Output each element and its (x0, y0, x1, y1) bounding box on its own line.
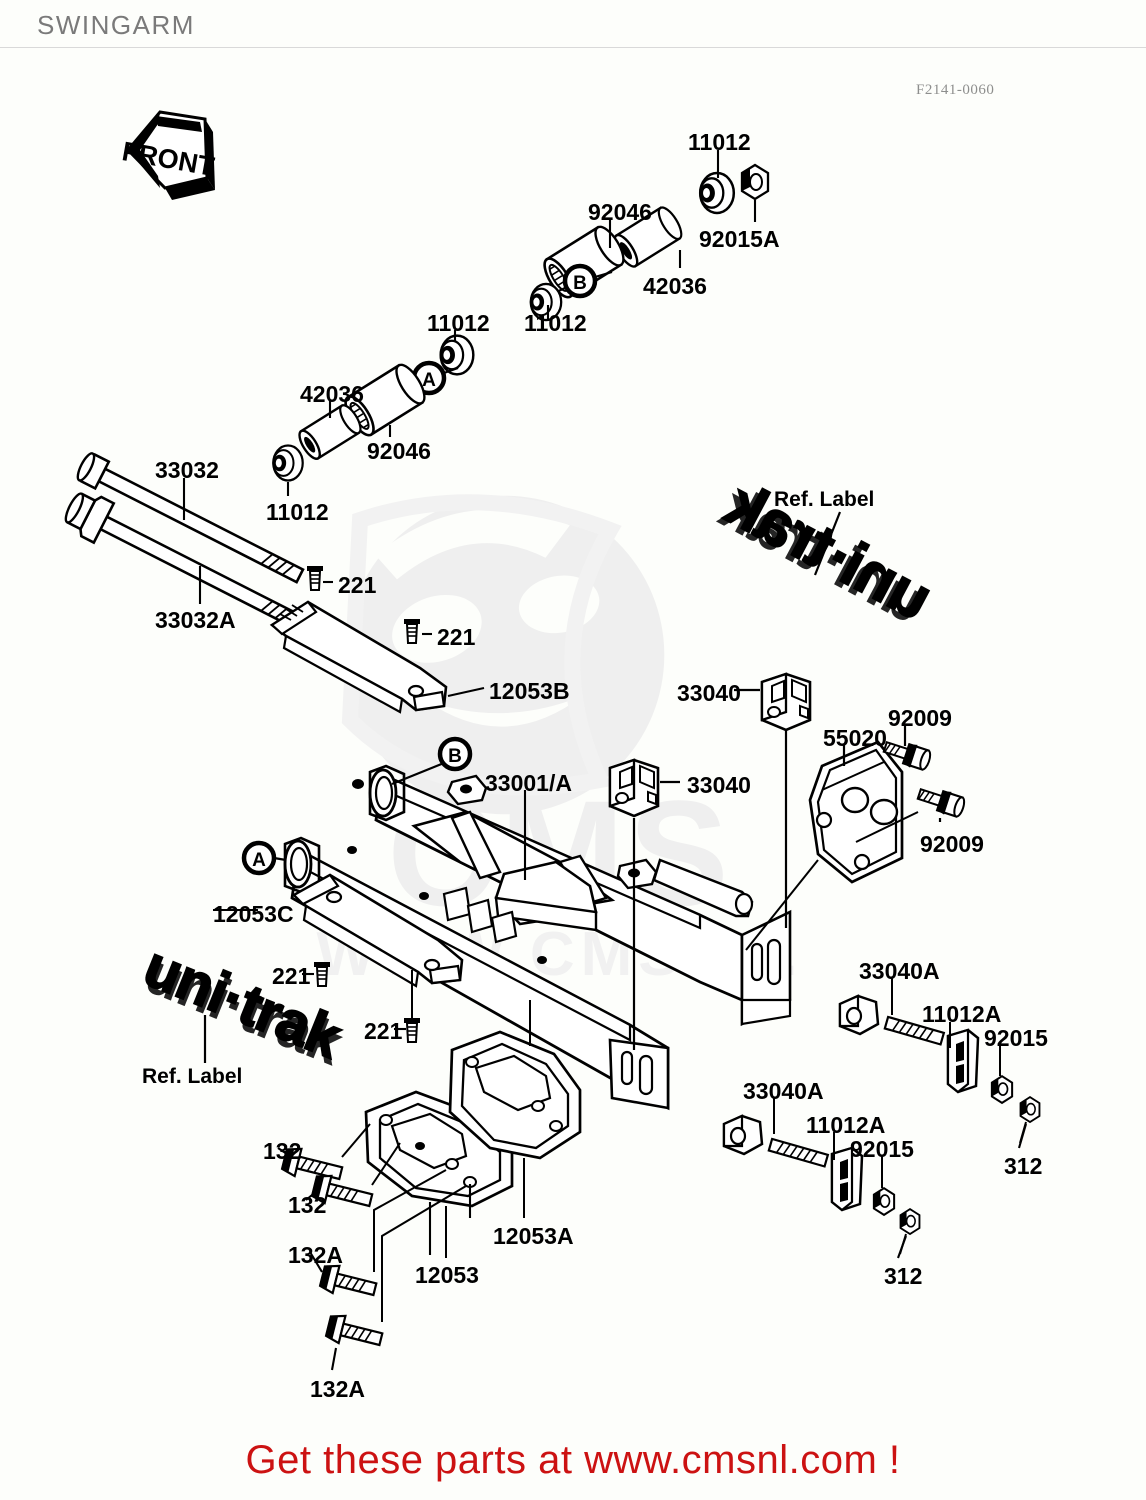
callout-12053: 12053 (415, 1262, 479, 1288)
callout-132A-b: 132A (310, 1376, 365, 1402)
section-marker-B-swingarm: B (437, 736, 473, 772)
callout-11012A-lower: 11012A (806, 1112, 886, 1138)
callout-12053B: 12053B (489, 678, 570, 704)
callout-132-a: 132 (263, 1138, 302, 1164)
callout-33040A-lower: 33040A (743, 1078, 824, 1104)
callout-92015-lower: 92015 (850, 1136, 914, 1162)
callout-42036-mid: 42036 (300, 381, 364, 407)
chain-slider-12053B (269, 566, 448, 714)
callout-221-a: 221 (338, 572, 377, 598)
callout-33040-upper: 33040 (677, 680, 741, 706)
adjuster-holder-33040-upper (734, 672, 812, 928)
callout-221-d: 221 (364, 1018, 403, 1044)
callout-42036-upper: 42036 (643, 273, 707, 299)
callout-11012-upper-left: 11012 (524, 310, 587, 336)
callout-55020: 55020 (823, 725, 887, 751)
callout-33032: 33032 (155, 457, 219, 483)
guide-bolts (280, 1123, 467, 1347)
chain-guide-12053A (445, 1000, 582, 1258)
pivot-shaft-33032 (76, 452, 305, 584)
callout-221-c: 221 (272, 963, 311, 989)
callout-92015A: 92015A (699, 226, 780, 252)
callout-33040-lower: 33040 (687, 772, 751, 798)
svg-text:B: B (573, 273, 587, 294)
callout-11012-mid: 11012 (427, 310, 490, 336)
callout-312-upper: 312 (1004, 1153, 1043, 1179)
callout-92046-upper: 92046 (588, 199, 652, 225)
svg-text:uni·trak: uni·trak (137, 941, 353, 1079)
footer-promo-text: Get these parts at www.cmsnl.com ! (245, 1438, 901, 1482)
front-arrow-graphic: FRONT (120, 110, 217, 200)
callout-92015-upper: 92015 (984, 1025, 1048, 1051)
callout-92009-lower: 92009 (920, 831, 984, 857)
callout-132A-a: 132A (288, 1242, 343, 1268)
callout-33032A: 33032A (155, 607, 236, 633)
ref-label-text-right: Ref. Label (774, 488, 875, 511)
leader-lines (182, 150, 1028, 1371)
callout-132-b: 132 (288, 1192, 327, 1218)
callout-12053A: 12053A (493, 1223, 574, 1249)
chain-adjuster-set-upper (838, 978, 1041, 1144)
callout-33040A-upper: 33040A (859, 958, 940, 984)
section-marker-B-upper: B (562, 263, 598, 299)
chain-slider-12053C (291, 873, 464, 1043)
callout-33001A: 33001/A (485, 770, 572, 796)
callout-92046-mid: 92046 (367, 438, 431, 464)
callout-11012-top: 11012 (688, 129, 751, 155)
chain-adjuster-set-lower (722, 1098, 921, 1255)
svg-text:A: A (422, 370, 436, 391)
header-divider (0, 47, 1146, 48)
svg-text:B: B (448, 746, 462, 767)
callout-11012A-upper: 11012A (922, 1001, 1002, 1027)
callout-312-lower: 312 (884, 1263, 923, 1289)
callout-92009-upper: 92009 (888, 705, 952, 731)
page-title: SWINGARM (37, 10, 195, 40)
adjuster-holder-33040-lower (608, 758, 680, 1050)
callout-221-b: 221 (437, 624, 476, 650)
ref-label-text-left: Ref. Label (142, 1065, 243, 1088)
section-marker-A-swingarm: A (241, 840, 277, 876)
svg-text:A: A (252, 850, 266, 871)
ref-label-unitrak-normal: uni·trak uni·trak (134, 932, 353, 1079)
swingarm-body-33001A: A B (241, 736, 792, 1111)
chain-guard-bracket-55020 (745, 725, 966, 951)
callout-12053C: 12053C (213, 901, 294, 927)
document-code: F2141-0060 (916, 82, 995, 98)
callout-11012-lower: 11012 (266, 499, 329, 525)
pivot-bearing-set-mid: A (272, 334, 475, 482)
